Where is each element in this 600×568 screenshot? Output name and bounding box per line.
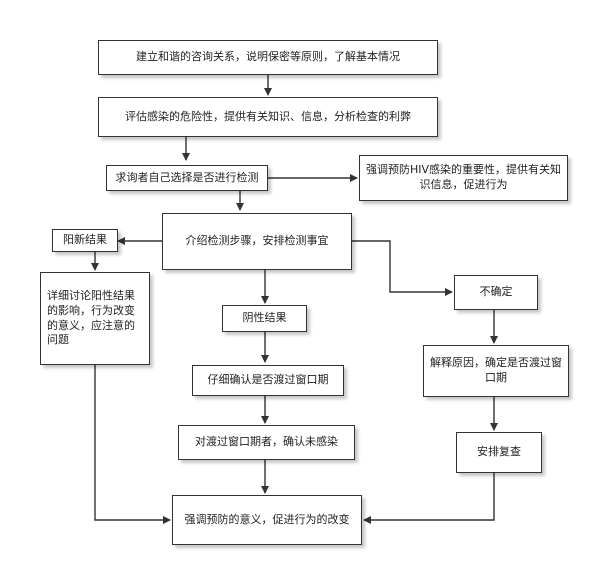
node-explain-cause: 解释原因，确定是否渡过窗口期 — [423, 345, 569, 397]
node-assess-risk: 评估感染的危险性，提供有关知识、信息，分析检查的利弊 — [98, 97, 438, 137]
node-arrange-recheck: 安排复查 — [456, 432, 542, 473]
node-establish-relationship: 建立和谐的咨询关系，说明保密等原则，了解基本情况 — [98, 40, 438, 75]
node-uncertain-result: 不确定 — [454, 275, 538, 310]
node-positive-discussion: 详细讨论阳性结果的影响，行为改变的意义，应注意的问题 — [40, 272, 150, 365]
node-introduce-test-steps: 介绍检测步骤，安排检测事宜 — [162, 213, 352, 270]
node-final-emphasis: 强调预防的意义，促进行为的改变 — [172, 495, 362, 545]
node-emphasize-prevention: 强调预防HIV感染的重要性，提供有关知识信息，促进行为 — [359, 155, 568, 201]
node-passed-window-uninfected: 对渡过窗口期者，确认未感染 — [178, 425, 355, 460]
node-positive-result: 阳新结果 — [52, 229, 118, 252]
arrow-detail-to-final — [94, 365, 171, 524]
node-client-choose-test: 求询者自己选择是否进行检测 — [106, 165, 268, 191]
node-confirm-window-period: 仔细确认是否渡过窗口期 — [192, 365, 344, 396]
arrow-recheck-to-final — [363, 473, 495, 524]
node-negative-result: 阴性结果 — [222, 305, 307, 332]
arrow-introduce-to-uncertain — [352, 240, 453, 296]
